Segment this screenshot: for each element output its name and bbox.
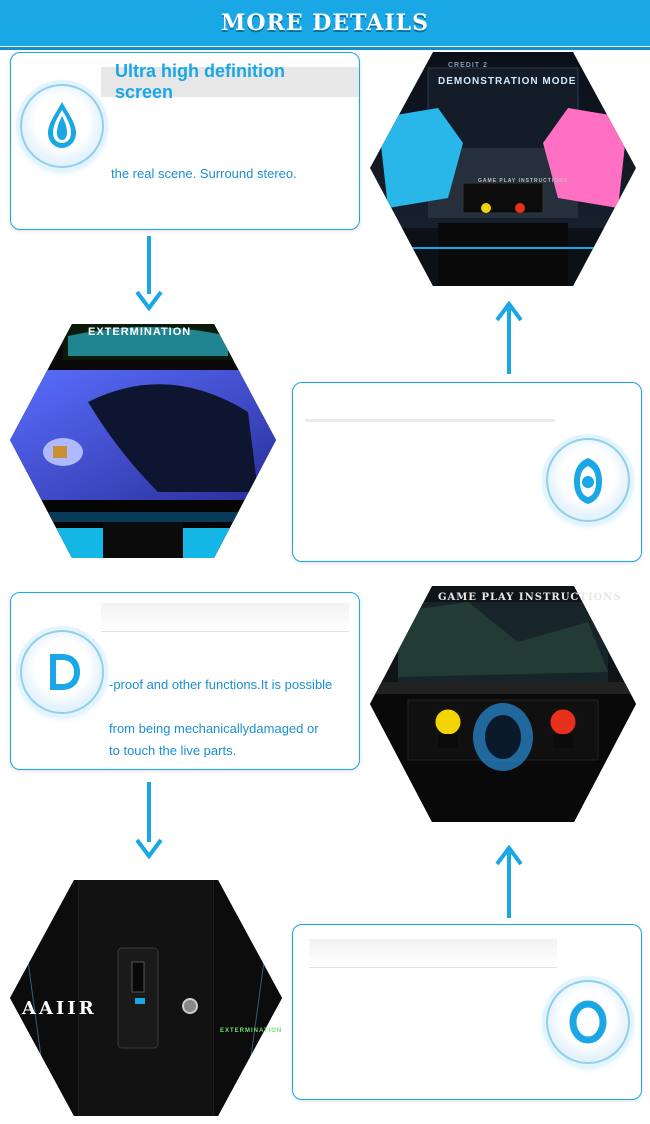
feature-text-line-3: to touch the live parts.	[109, 743, 237, 758]
feature-text-line: the real scene. Surround stereo.	[111, 166, 297, 181]
banner-title: MORE DETAILS	[221, 10, 429, 36]
placeholder-line	[305, 419, 555, 422]
feature-text-line-2: from being mechanicallydamaged or	[109, 721, 319, 736]
placeholder-bar	[101, 603, 349, 632]
demo-corner-text: CREDIT 2	[448, 62, 488, 69]
product-image-demo-mode: DEMONSTRATION MODE CREDIT 2 GAME PLAY IN…	[368, 48, 638, 288]
feature-title: Ultra high definition screen	[101, 61, 359, 102]
arrow-down-icon	[135, 236, 163, 312]
extermination-marquee-text: EXTERMINATION	[88, 326, 192, 338]
product-image-cabinet: AAIIR EXTERMINATION	[8, 878, 284, 1118]
shield-icon	[546, 438, 630, 522]
demo-panel-text: GAME PLAY INSTRUCTIONS	[478, 178, 569, 184]
arrow-down-icon	[135, 782, 163, 860]
water-drop-icon	[20, 84, 104, 168]
cabinet-side-right: EXTERMINATION	[220, 1028, 283, 1034]
product-image-instructions: GAME PLAY INSTRUCTIONS	[368, 582, 638, 826]
d-letter-icon	[20, 630, 104, 714]
header-banner: MORE DETAILS	[0, 0, 650, 50]
cabinet-side-left: AAIIR	[22, 998, 97, 1019]
feature-text-line-1: -proof and other functions.It is possibl…	[109, 677, 333, 692]
arrow-up-icon	[495, 844, 523, 918]
arrow-up-icon	[495, 300, 523, 374]
o-letter-icon	[546, 980, 630, 1064]
placeholder-bar	[309, 939, 557, 968]
product-image-extermination: EXTERMINATION	[8, 322, 278, 560]
demo-screen-text: DEMONSTRATION MODE	[438, 76, 577, 87]
instructions-header-text: GAME PLAY INSTRUCTIONS	[438, 592, 622, 603]
